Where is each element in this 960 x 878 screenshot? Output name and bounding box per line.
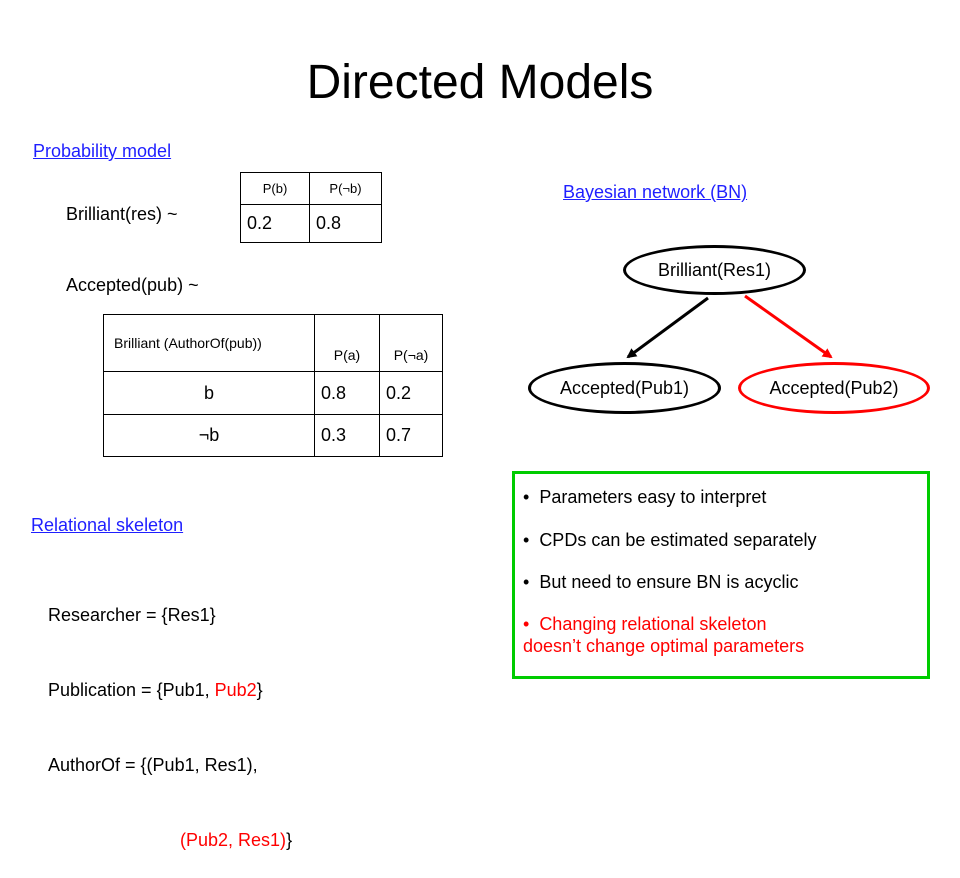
relational-skeleton-heading[interactable]: Relational skeleton [31,515,184,535]
bn-node-accepted-pub1[interactable]: Accepted(Pub1) [528,362,721,414]
bn-edge-pub2 [744,294,833,359]
table-header: P(¬b) [309,172,382,205]
note-bullet: • Parameters easy to interpret [523,487,767,507]
notes-box: • Parameters easy to interpret • CPDs ca… [512,471,930,679]
table-cell-parent: ¬b [103,414,315,457]
table-cell: 0.2 [240,204,310,243]
brilliant-cpd-table: P(b) P(¬b) 0.2 0.8 [240,172,382,243]
accepted-label: Accepted(pub) ~ [66,275,199,295]
table-cell: 0.8 [309,204,382,243]
authorof-pub2: (Pub2, Res1) [180,830,287,850]
brilliant-label: Brilliant(res) ~ [66,204,178,224]
publication-line: Publication = {Pub1, Pub2} [48,680,263,700]
table-cell: 0.3 [314,414,380,457]
publication-pub2: Pub2 [214,680,257,700]
bn-node-accepted-pub2[interactable]: Accepted(Pub2) [738,362,930,414]
authorof-line: AuthorOf = {(Pub1, Res1), [48,755,258,775]
table-cell: 0.7 [379,414,443,457]
bn-edge-pub1 [626,296,709,359]
table-cell: 0.2 [379,371,443,415]
probability-model-heading[interactable]: Probability model [33,141,172,161]
bn-node-brilliant-res1[interactable]: Brilliant(Res1) [623,245,806,295]
note-bullet: • CPDs can be estimated separately [523,530,817,550]
authorof-line2: (Pub2, Res1)} [180,830,293,850]
bn-edges [626,294,833,359]
slide-title: Directed Models [306,56,654,109]
note-bullet: • But need to ensure BN is acyclic [523,572,799,592]
bayesian-network-heading[interactable]: Bayesian network (BN) [563,182,748,202]
accepted-cpd-table: Brilliant (AuthorOf(pub)) P(a) P(¬a) b 0… [103,314,443,457]
relational-skeleton-body: Researcher = {Res1} Publication = {Pub1,… [48,553,292,878]
table-cell: 0.8 [314,371,380,415]
table-header-parent: Brilliant (AuthorOf(pub)) [103,314,315,372]
table-header: P(b) [240,172,310,205]
researcher-line: Researcher = {Res1} [48,605,216,625]
